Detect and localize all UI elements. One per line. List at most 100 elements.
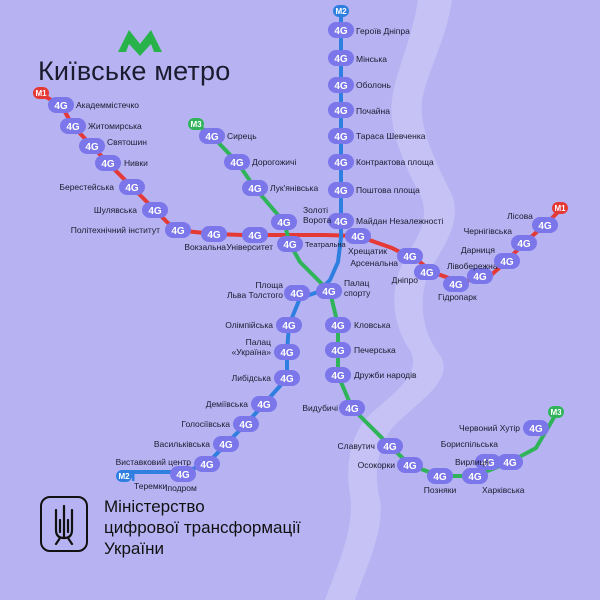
- 4g-badge-text: 4G: [334, 186, 348, 197]
- line-tag-m3-north: M3: [188, 118, 204, 130]
- terminus-bar: [132, 471, 135, 481]
- 4g-badge-text: 4G: [248, 184, 262, 195]
- 4g-badge-text: 4G: [219, 440, 233, 451]
- station-label: Героїв Дніпра: [356, 26, 410, 36]
- line-tag-m2-south: M2: [116, 470, 135, 482]
- 4g-badge-text: 4G: [280, 348, 294, 359]
- 4g-badge: [328, 182, 354, 198]
- station-holosiivska[interactable]: 4G Голосіївська: [181, 416, 259, 432]
- station-teremky[interactable]: Теремки: [134, 481, 167, 491]
- 4g-badge: [95, 155, 121, 171]
- station-label: Позняки: [424, 485, 457, 495]
- station-label: Оболонь: [356, 80, 391, 90]
- station-poshtova[interactable]: 4G Поштова площа: [328, 182, 420, 198]
- metro-logo: [118, 30, 162, 56]
- 4g-badge: [467, 268, 493, 284]
- 4g-badge-text: 4G: [481, 458, 495, 469]
- line-tag-label: M2: [335, 7, 347, 16]
- 4g-badge-text: 4G: [176, 470, 190, 481]
- station-label: Площа: [255, 280, 283, 290]
- ministry-line-2: цифрової трансформації: [104, 518, 301, 537]
- line-tag-pill: [116, 470, 132, 482]
- 4g-badge-text: 4G: [538, 221, 552, 232]
- 4g-badge-text: 4G: [334, 158, 348, 169]
- 4g-badge: [377, 438, 403, 454]
- line-tag-label: M2: [118, 472, 130, 481]
- station-label: Видубичі: [302, 403, 338, 413]
- station-label: Поштова площа: [356, 185, 420, 195]
- station-label: Почайна: [356, 106, 390, 116]
- 4g-badge: [194, 456, 220, 472]
- 4g-badge: [316, 283, 342, 299]
- 4g-badge: [60, 118, 86, 134]
- 4g-badge-text: 4G: [257, 400, 271, 411]
- 4g-badge: [328, 128, 354, 144]
- 4g-badge: [397, 457, 423, 473]
- 4g-badge: [328, 22, 354, 38]
- station-label: Палац: [344, 278, 370, 288]
- 4g-badge: [276, 317, 302, 333]
- 4g-badge: [325, 317, 351, 333]
- station-label: Голосіївська: [181, 419, 230, 429]
- 4g-badge-text: 4G: [290, 289, 304, 300]
- ministry-name: Міністерство цифрової трансформації Укра…: [104, 496, 301, 559]
- 4g-badge: [199, 128, 225, 144]
- 4g-badge-text: 4G: [239, 420, 253, 431]
- station-label: «Україна»: [232, 347, 272, 357]
- ministry-line-3: України: [104, 539, 164, 558]
- 4g-badge-text: 4G: [125, 183, 139, 194]
- station-label: Сирець: [227, 131, 257, 141]
- station-label: Хрещатик: [348, 246, 387, 256]
